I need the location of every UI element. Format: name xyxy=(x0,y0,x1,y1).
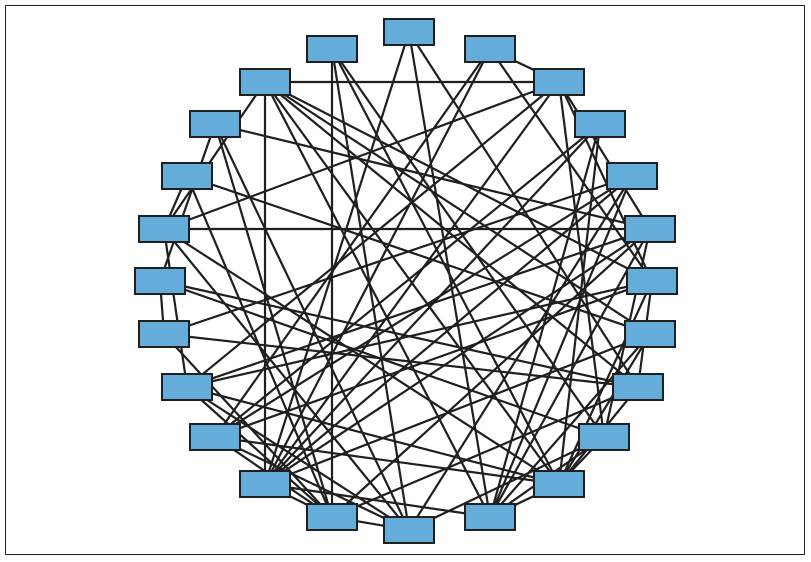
node-box-n18 xyxy=(189,423,241,451)
edge-n9-n23 xyxy=(488,175,634,518)
node-box-n2 xyxy=(306,35,358,63)
edge-n15-n23 xyxy=(489,333,651,518)
node-box-n6 xyxy=(189,110,241,138)
edge-n4-n23 xyxy=(264,81,491,518)
edge-n6-n11 xyxy=(214,122,651,231)
node-box-n10 xyxy=(138,215,190,243)
edge-n4-n10 xyxy=(163,81,266,230)
node-box-n13 xyxy=(626,267,678,295)
edge-n11-n16 xyxy=(186,227,651,389)
node-box-n14 xyxy=(138,320,190,348)
edge-n18-n21 xyxy=(214,435,560,486)
node-box-n9 xyxy=(606,162,658,190)
edge-n20-n23 xyxy=(264,482,491,519)
node-box-n16 xyxy=(161,373,213,401)
edge-n10-n24 xyxy=(163,228,410,531)
edge-n9-n14 xyxy=(163,174,633,336)
node-box-n7 xyxy=(574,110,626,138)
edge-n4-n15 xyxy=(264,81,651,335)
node-box-n12 xyxy=(134,267,186,295)
edge-n6-n24 xyxy=(214,123,410,531)
edge-n5-n10 xyxy=(163,80,560,231)
node-box-n22 xyxy=(306,503,358,531)
edge-n16-n21 xyxy=(186,385,560,486)
edge-n8-n15 xyxy=(186,174,651,336)
node-box-n20 xyxy=(239,470,291,498)
edge-n17-n22 xyxy=(331,385,639,519)
network-diagram xyxy=(134,18,678,544)
edge-n16-n22 xyxy=(186,386,333,518)
edge-n11-n22 xyxy=(331,228,651,518)
node-box-n23 xyxy=(464,503,516,531)
node-layer xyxy=(134,18,678,544)
edge-n1-n20 xyxy=(263,31,411,485)
edge-n2-n24 xyxy=(330,48,411,531)
node-box-n15 xyxy=(624,320,676,348)
edge-n7-n18 xyxy=(214,123,601,438)
edge-n1-n17 xyxy=(408,31,639,388)
diagram-frame xyxy=(5,5,805,555)
edge-n18-n24 xyxy=(214,436,410,531)
edge-n2-n19 xyxy=(331,48,605,438)
node-box-n4 xyxy=(239,68,291,96)
edge-n5-n11 xyxy=(558,81,651,230)
node-box-n5 xyxy=(533,68,585,96)
node-box-n21 xyxy=(533,470,585,498)
node-box-n11 xyxy=(624,215,676,243)
edge-n5-n16 xyxy=(186,81,560,388)
edge-n16-n24 xyxy=(186,386,410,531)
edge-n9-n20 xyxy=(264,175,633,485)
node-box-n19 xyxy=(578,423,630,451)
edge-n10-n16 xyxy=(162,228,189,388)
node-box-n1 xyxy=(383,18,435,46)
edge-layer xyxy=(158,31,654,532)
edge-n1-n23 xyxy=(407,31,492,518)
node-box-n24 xyxy=(383,516,435,544)
edge-n19-n24 xyxy=(408,436,605,531)
edge-n13-n18 xyxy=(214,279,653,439)
edge-n14-n17 xyxy=(163,332,639,389)
node-box-n8 xyxy=(161,162,213,190)
edge-n6-n12 xyxy=(158,123,217,282)
edge-n3-n18 xyxy=(214,48,491,438)
edge-n9-n24 xyxy=(408,175,633,531)
edge-n2-n21 xyxy=(331,48,560,485)
edge-n11-n20 xyxy=(264,228,651,485)
edge-n13-n16 xyxy=(186,279,653,389)
node-box-n3 xyxy=(464,35,516,63)
node-box-n17 xyxy=(612,373,664,401)
edge-n15-n20 xyxy=(264,332,651,486)
